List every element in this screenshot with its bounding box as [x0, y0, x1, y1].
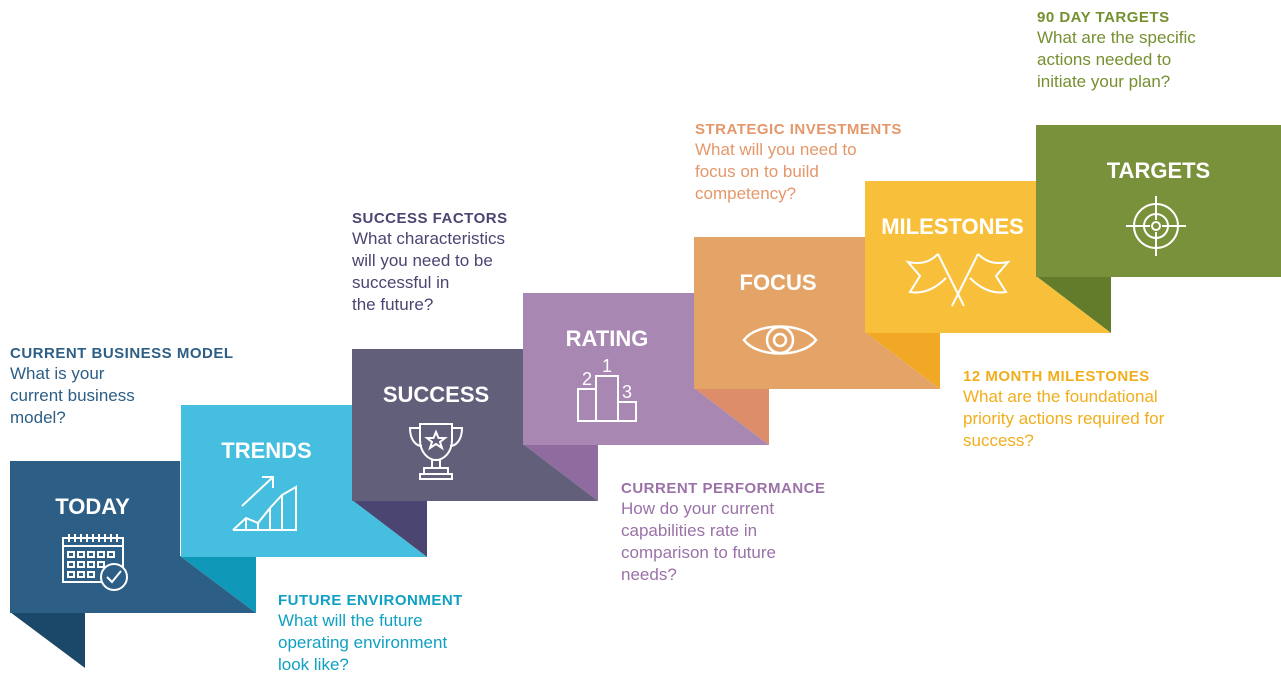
eye-icon [742, 325, 818, 355]
caption-line: capabilities rate in [621, 521, 758, 540]
trends-block [181, 405, 352, 557]
step-label-today: TODAY [55, 494, 130, 519]
step-label-targets: TARGETS [1106, 158, 1211, 183]
trophy-icon [408, 423, 464, 480]
caption-line: current business [10, 386, 135, 405]
caption-current-performance: CURRENT PERFORMANCE How do your current … [621, 479, 826, 586]
caption-line: the future? [352, 295, 434, 314]
caption-heading: 12 MONTH MILESTONES [963, 368, 1150, 385]
targets-block [1036, 125, 1281, 277]
caption-line: look like? [278, 655, 349, 674]
caption-line: needs? [621, 565, 677, 584]
trends-step-shadow [352, 500, 427, 557]
step-label-trends: TRENDS [221, 438, 312, 463]
caption-line: will you need to be [352, 251, 493, 270]
success-step-shadow [523, 444, 598, 501]
caption-heading: 90 DAY TARGETS [1037, 9, 1170, 26]
caption-line: What are the specific [1037, 28, 1196, 47]
milestones-block [865, 181, 1036, 333]
caption-heading: CURRENT BUSINESS MODEL [10, 345, 234, 362]
step-label-milestones: MILESTONES [881, 214, 1024, 239]
caption-heading: CURRENT PERFORMANCE [621, 480, 826, 497]
podium-number-third: 3 [622, 382, 632, 402]
focus-block [694, 237, 865, 389]
today-fold [10, 612, 85, 668]
milestones-step-shadow [1036, 276, 1111, 333]
caption-line: What will you need to [695, 140, 857, 159]
growth-chart-icon [232, 476, 297, 531]
podium-number-second: 2 [582, 369, 592, 389]
crosshair-icon [1126, 196, 1186, 256]
step-label-focus: FOCUS [739, 270, 817, 295]
focus-step-shadow [865, 332, 940, 389]
caption-success-factors: SUCCESS FACTORS What characteristics wil… [352, 209, 508, 316]
caption-strategic-investments: STRATEGIC INVESTMENTS What will you need… [695, 120, 902, 205]
rating-step-shadow [694, 388, 769, 445]
caption-future-environment: FUTURE ENVIRONMENT What will the future … [278, 591, 463, 676]
caption-heading: FUTURE ENVIRONMENT [278, 592, 463, 609]
podium-number-first: 1 [602, 356, 612, 376]
caption-line: initiate your plan? [1037, 72, 1171, 91]
caption-line: competency? [695, 184, 797, 203]
caption-line: What is your [10, 364, 105, 383]
caption-heading: SUCCESS FACTORS [352, 210, 508, 227]
step-label-rating: RATING [565, 326, 649, 351]
caption-line: focus on to build [695, 162, 819, 181]
caption-line: operating environment [278, 633, 448, 652]
caption-line: What characteristics [352, 229, 506, 248]
caption-line: model? [10, 408, 66, 427]
rating-block [523, 293, 694, 445]
caption-line: What will the future [278, 611, 423, 630]
podium-icon: 1 2 3 [577, 356, 637, 422]
caption-line: successful in [352, 273, 450, 292]
caption-line: priority actions required for [963, 409, 1165, 428]
caption-line: How do your current [621, 499, 775, 518]
caption-month-milestones: 12 MONTH MILESTONES What are the foundat… [963, 367, 1164, 452]
caption-line: comparison to future [621, 543, 776, 562]
crossed-flags-icon [905, 253, 1011, 307]
caption-day-targets: 90 DAY TARGETS What are the specific act… [1037, 8, 1196, 93]
caption-heading: STRATEGIC INVESTMENTS [695, 121, 902, 138]
caption-line: actions needed to [1037, 50, 1172, 69]
caption-current-business-model: CURRENT BUSINESS MODEL What is your curr… [10, 344, 234, 429]
step-label-success: SUCCESS [382, 382, 490, 407]
today-step-shadow [180, 556, 256, 613]
caption-line: success? [963, 431, 1034, 450]
caption-line: What are the foundational [963, 387, 1158, 406]
calendar-check-icon [62, 534, 128, 591]
